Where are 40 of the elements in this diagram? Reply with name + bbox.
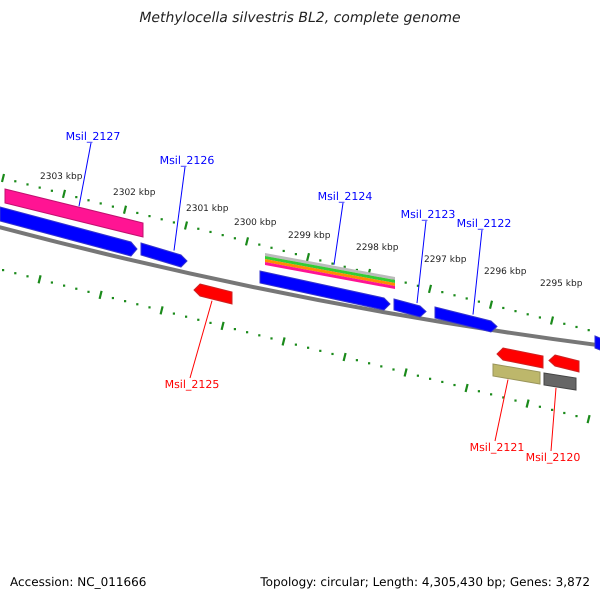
- gene-block: [260, 270, 391, 311]
- footer-text: Accession: NC_011666: [10, 576, 146, 588]
- gene-label: Msil_2127: [66, 131, 120, 142]
- gene-label: Msil_2121: [470, 442, 524, 453]
- scale-label: 2296 kbp: [484, 268, 526, 277]
- leader-line: [494, 379, 508, 442]
- title: Methylocella silvestris BL2, complete genome: [139, 11, 461, 25]
- footer-text: Topology: circular; Length: 4,305,430 bp; Genes: 3,872: [260, 576, 590, 588]
- leader-line: [472, 230, 482, 316]
- gene-block: [594, 335, 600, 351]
- leader-line: [190, 300, 212, 378]
- gene-block: [548, 354, 580, 373]
- scale-label: 2300 kbp: [234, 219, 276, 228]
- feature-bar: [544, 372, 576, 391]
- feature-stripes: [265, 253, 395, 289]
- gene-block: [193, 283, 232, 305]
- feature-bar: [492, 363, 540, 385]
- gene-block: [394, 298, 427, 318]
- gene-block: [496, 347, 544, 369]
- leader-line: [334, 202, 344, 266]
- scale-label: 2298 kbp: [356, 244, 398, 253]
- gene-block: [0, 206, 138, 257]
- leader-line: [78, 142, 92, 207]
- gene-label: Msil_2126: [160, 155, 214, 166]
- gene-label: Msil_2125: [164, 379, 220, 390]
- leader-line: [416, 220, 426, 304]
- gene-label: Msil_2124: [318, 191, 372, 202]
- leader-line: [174, 166, 186, 252]
- gene-block: [140, 242, 188, 268]
- scale-label: 2297 kbp: [424, 256, 466, 265]
- scale-label: 2302 kbp: [113, 189, 156, 198]
- scale-label: 2303 kbp: [40, 173, 82, 182]
- scale-label: 2299 kbp: [288, 232, 330, 241]
- scale-label: 2301 kbp: [186, 205, 228, 214]
- scale-label: 2295 kbp: [540, 280, 582, 289]
- leader-line: [550, 387, 556, 452]
- gene-block: [434, 306, 498, 333]
- gene-label: Msil_2123: [400, 209, 456, 220]
- gene-label: Msil_2120: [526, 452, 580, 463]
- gene-label: Msil_2122: [456, 218, 512, 229]
